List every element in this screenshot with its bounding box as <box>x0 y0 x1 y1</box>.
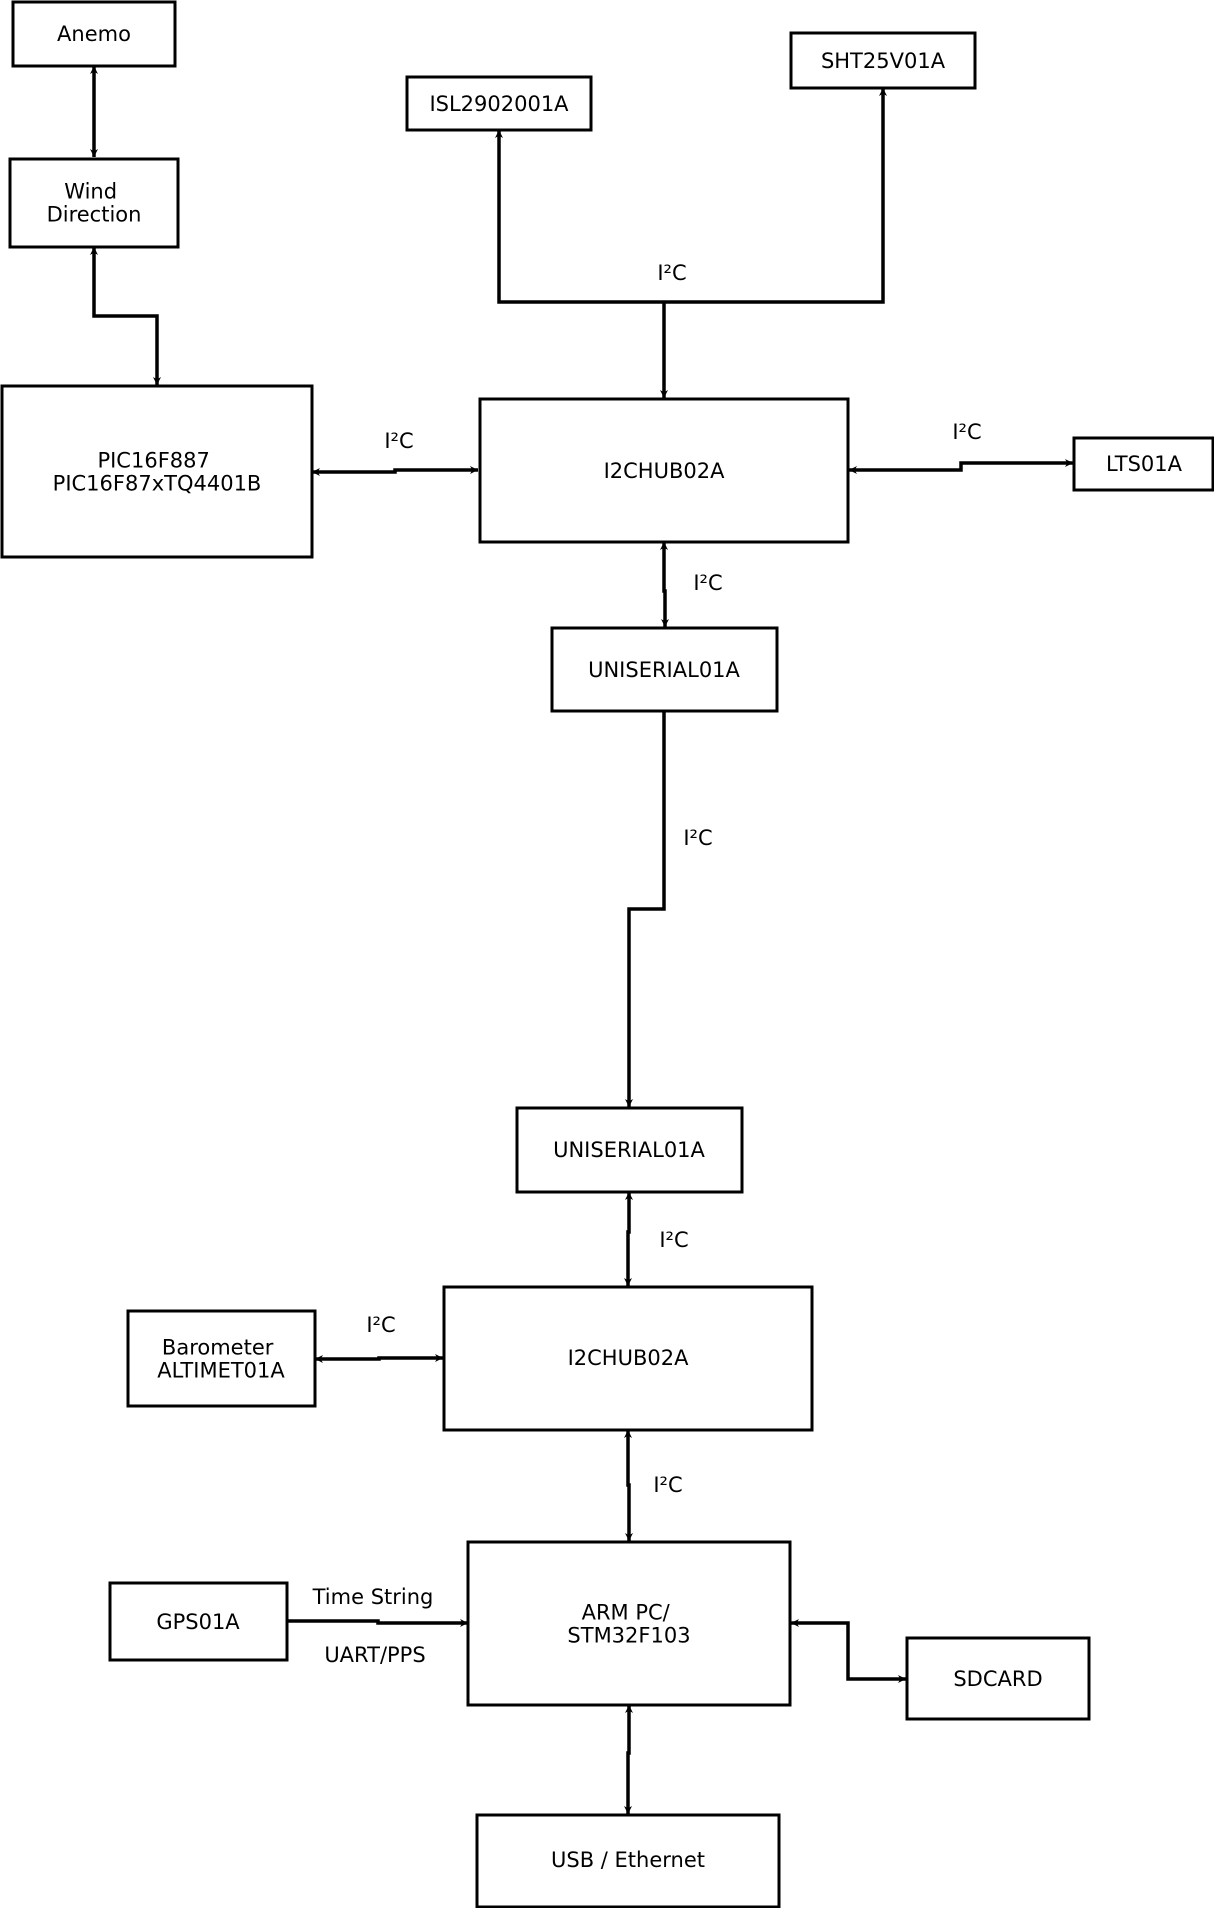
node-sdcard: SDCARD <box>905 1636 1091 1721</box>
edge-labels: I²C I²C I²C I²C I²C I²C I²C I²C Time Str… <box>312 261 982 1667</box>
node-arm-line-2: STM32F103 <box>567 1624 690 1648</box>
edge-label-i2c-hub-arm: I²C <box>653 1473 682 1497</box>
edge-uniserial-bottom-hub-bottom <box>624 1192 633 1286</box>
svg-text:I2CHUB02A: I2CHUB02A <box>604 459 726 483</box>
edge-label-i2c-lts: I²C <box>952 420 981 444</box>
svg-text:GPS01A: GPS01A <box>156 1610 240 1634</box>
edge-label-i2c-uniserial-link: I²C <box>683 826 712 850</box>
node-wind-direction-line-1: Wind <box>64 179 117 203</box>
edge-hub-top-uniserial-top <box>660 542 669 627</box>
svg-text:SHT25V01A: SHT25V01A <box>821 49 946 73</box>
edge-label-uart-pps: UART/PPS <box>324 1643 425 1667</box>
edge-barometer-hub-bottom <box>315 1354 443 1363</box>
node-hub-bottom-line-1: I2CHUB02A <box>568 1346 690 1370</box>
svg-text:UNISERIAL01A: UNISERIAL01A <box>588 658 740 682</box>
edge-label-i2c-hub-uniserial: I²C <box>693 571 722 595</box>
node-pic-line-1: PIC16F887 <box>97 448 209 472</box>
node-lts-line-1: LTS01A <box>1106 452 1183 476</box>
node-usb: USB / Ethernet <box>475 1813 781 1908</box>
edge-gps-arm <box>287 1619 468 1627</box>
node-uniserial-bottom-line-1: UNISERIAL01A <box>553 1138 705 1162</box>
node-anemo: Anemo <box>11 0 177 68</box>
edge-hub-top-lts <box>849 459 1073 474</box>
node-uniserial-bottom: UNISERIAL01A <box>515 1106 744 1194</box>
edge-label-i2c-pic: I²C <box>384 429 413 453</box>
node-uniserial-top: UNISERIAL01A <box>550 626 779 713</box>
node-barometer-line-1: Barometer <box>162 1335 274 1359</box>
node-barometer: Barometer ALTIMET01A <box>126 1309 317 1408</box>
node-isl: ISL2902001A <box>405 75 593 132</box>
edge-hub-bottom-arm <box>624 1430 633 1541</box>
node-pic: PIC16F887 PIC16F87xTQ4401B <box>0 384 314 559</box>
edge-label-i2c-sensors: I²C <box>657 261 686 285</box>
edge-label-i2c-uniserial-hub: I²C <box>659 1228 688 1252</box>
edge-arm-sdcard <box>791 1619 906 1683</box>
node-barometer-line-2: ALTIMET01A <box>157 1359 285 1383</box>
node-hub-bottom: I2CHUB02A <box>442 1285 814 1432</box>
node-sdcard-line-1: SDCARD <box>953 1667 1042 1691</box>
edge-label-time-string: Time String <box>312 1585 434 1609</box>
node-uniserial-top-line-1: UNISERIAL01A <box>588 658 740 682</box>
node-sht-line-1: SHT25V01A <box>821 49 946 73</box>
svg-text:Barometer ALTIMET01A: Barometer ALTIMET01A <box>157 1335 285 1382</box>
svg-text:LTS01A: LTS01A <box>1106 452 1183 476</box>
node-lts: LTS01A <box>1072 436 1214 492</box>
svg-text:Wind Direction: Wind Direction <box>47 179 142 226</box>
svg-text:ARM PC/ STM32F103: ARM PC/ STM32F103 <box>567 1600 690 1647</box>
edge-pic-hub-top <box>312 466 478 476</box>
connectors <box>90 66 1073 1814</box>
svg-text:USB / Ethernet: USB / Ethernet <box>551 1848 705 1872</box>
edge-uniserial-link <box>625 711 666 1107</box>
node-wind-direction-line-2: Direction <box>47 203 142 227</box>
node-isl-line-1: ISL2902001A <box>429 92 569 116</box>
svg-text:Anemo: Anemo <box>57 22 131 46</box>
node-sht: SHT25V01A <box>789 31 977 90</box>
node-anemo-line-1: Anemo <box>57 22 131 46</box>
edge-arm-usb <box>624 1705 633 1814</box>
svg-text:ISL2902001A: ISL2902001A <box>429 92 569 116</box>
svg-text:UNISERIAL01A: UNISERIAL01A <box>553 1138 705 1162</box>
node-pic-line-2: PIC16F87xTQ4401B <box>53 472 262 496</box>
edge-sht-sensors <box>664 88 887 304</box>
node-arm-line-1: ARM PC/ <box>582 1600 671 1624</box>
node-gps: GPS01A <box>108 1581 289 1662</box>
node-hub-top: I2CHUB02A <box>478 397 850 544</box>
svg-text:SDCARD: SDCARD <box>953 1667 1042 1691</box>
edge-label-i2c-barometer: I²C <box>366 1313 395 1337</box>
node-hub-top-line-1: I2CHUB02A <box>604 459 726 483</box>
node-gps-line-1: GPS01A <box>156 1610 240 1634</box>
node-arm: ARM PC/ STM32F103 <box>466 1540 792 1707</box>
svg-text:I2CHUB02A: I2CHUB02A <box>568 1346 690 1370</box>
edge-wind-pic <box>90 247 161 385</box>
edge-isl-sensors <box>495 130 664 304</box>
node-usb-line-1: USB / Ethernet <box>551 1848 705 1872</box>
node-wind-direction: Wind Direction <box>8 157 180 249</box>
svg-text:PIC16F887 PIC16F87xTQ440: PIC16F887 PIC16F87xTQ4401B <box>53 448 262 495</box>
